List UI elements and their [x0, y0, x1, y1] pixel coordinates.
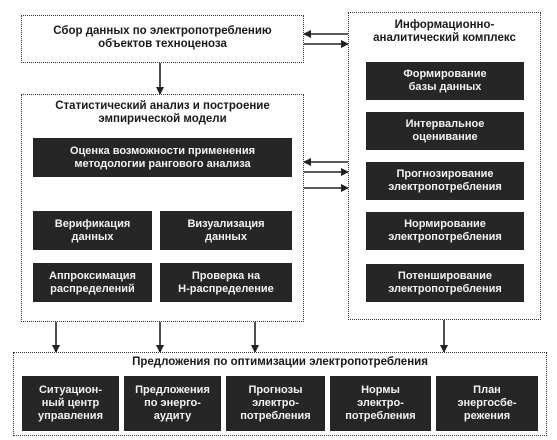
info-item-forecasting: Прогнозирование электропотребления — [366, 162, 524, 200]
h-distribution-check-block: Проверка на Н-распределение — [160, 263, 292, 302]
offer-energy-audit: Предложения по энерго- аудиту — [124, 376, 221, 431]
offer-consumption-forecasts: Прогнозы электро- потребления — [226, 376, 325, 431]
collect-data-title: Сбор данных по электропотреблению объект… — [53, 25, 272, 50]
collect-data-box: Сбор данных по электропотреблению объект… — [21, 15, 304, 63]
info-analytical-title: Информационно- аналитический комплекс — [373, 19, 516, 44]
statistical-analysis-title: Статистический анализ и построение эмпир… — [55, 100, 270, 125]
assess-methodology-block: Оценка возможности применения методологи… — [33, 138, 292, 177]
info-item-interval-estimation: Интервальное оценивание — [366, 112, 524, 150]
info-item-database: Формирование базы данных — [366, 62, 524, 100]
offer-situation-center: Ситуацион- ный центр управления — [22, 376, 119, 431]
info-analytical-complex-box: Информационно- аналитический комплекс Фо… — [348, 12, 541, 320]
verification-block: Верификация данных — [33, 211, 152, 250]
offer-consumption-norms: Нормы электро- потребления — [330, 376, 431, 431]
visualization-block: Визуализация данных — [160, 211, 292, 250]
optimization-offers-box: Предложения по оптимизации электропотреб… — [13, 352, 547, 436]
optimization-offers-title: Предложения по оптимизации электропотреб… — [132, 356, 428, 368]
approximation-block: Аппроксимация распределений — [33, 263, 152, 302]
offer-energy-saving-plan: План энергосбе- режения — [436, 376, 538, 431]
statistical-analysis-box: Статистический анализ и построение эмпир… — [21, 94, 304, 322]
info-item-potentiation: Потенширование электропотребления — [366, 264, 524, 302]
info-item-normalization: Нормирование электропотребления — [366, 212, 524, 250]
